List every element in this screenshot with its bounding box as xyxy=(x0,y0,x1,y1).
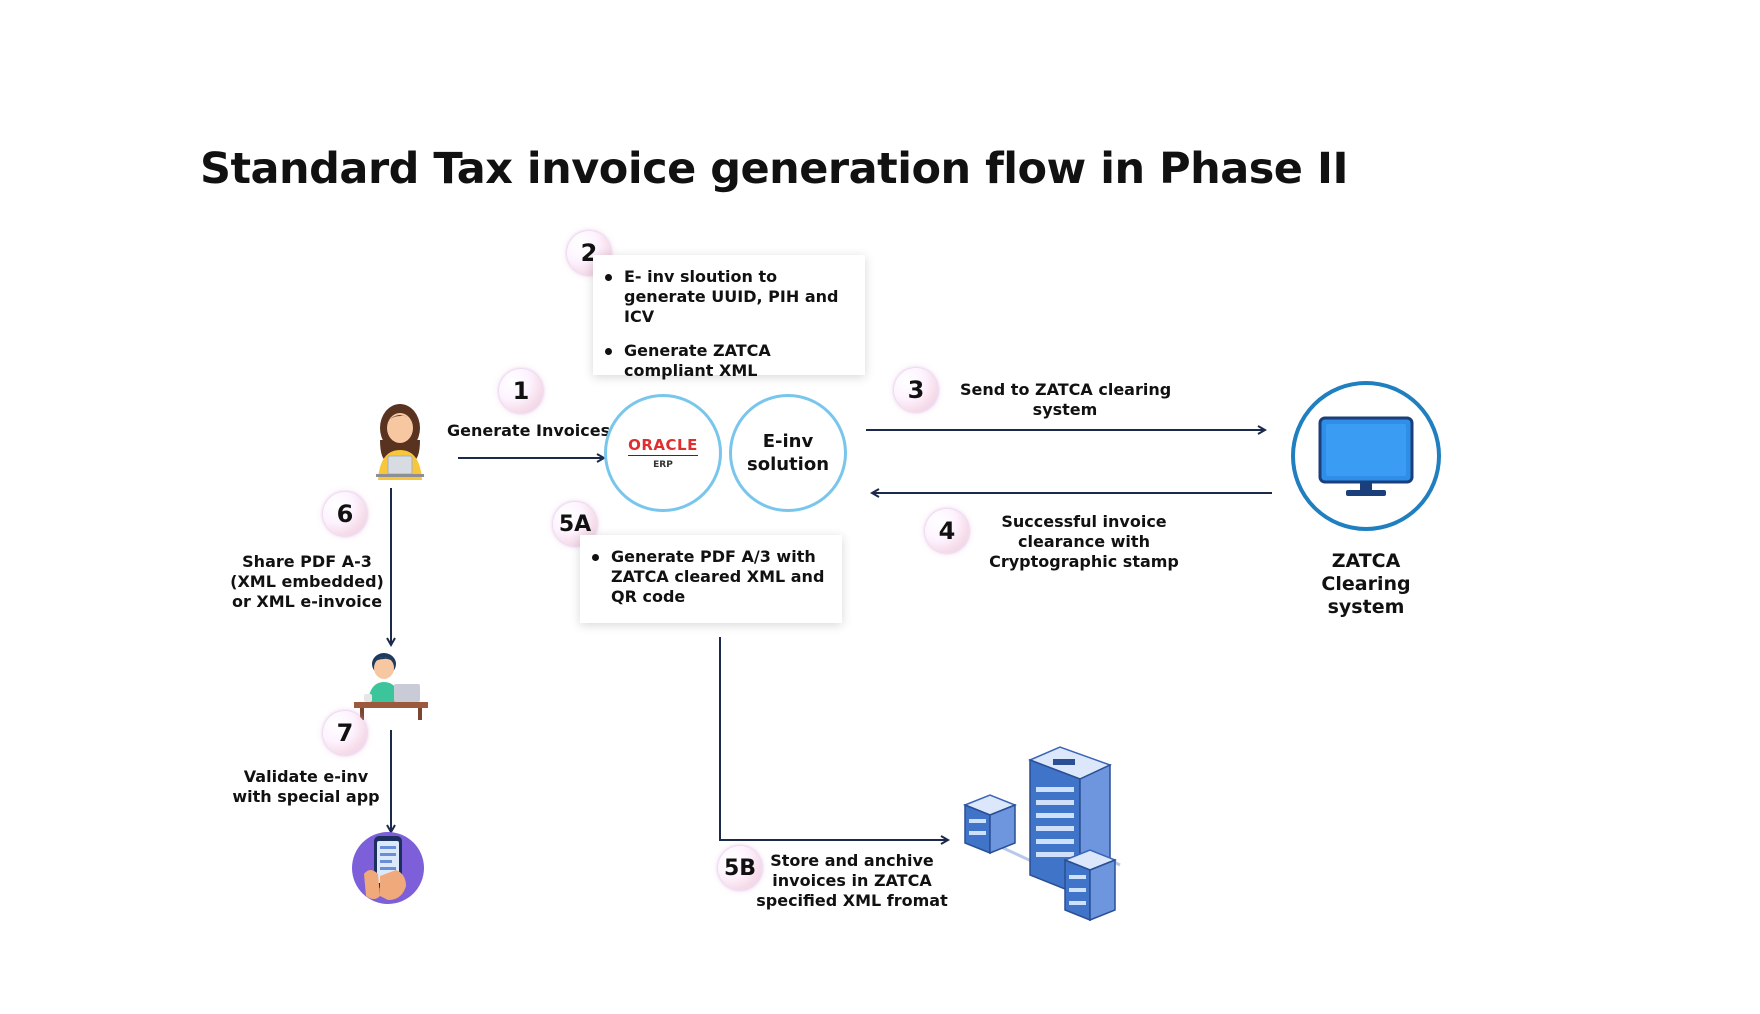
step-6-badge: 6 xyxy=(323,492,367,536)
step-5b-label: Store and anchive invoices in ZATCA spec… xyxy=(756,851,948,910)
step-3-label: Send to ZATCA clearing system xyxy=(960,380,1172,419)
step-4-label: Successful invoice clearance with Crypto… xyxy=(989,512,1179,571)
step-7-badge: 7 xyxy=(323,711,367,755)
server-storage-icon xyxy=(960,745,1130,940)
step-5a-item: Generate PDF A/3 with ZATCA cleared XML … xyxy=(592,547,830,607)
erp-label: ERP xyxy=(653,459,673,470)
oracle-erp-node: ORACLE ERP xyxy=(604,394,722,512)
step-1-badge: 1 xyxy=(499,369,543,413)
step-5b-badge: 5B xyxy=(718,846,762,890)
step-2-item: E- inv sloution to generate UUID, PIH an… xyxy=(605,267,853,327)
buyer-figure-icon xyxy=(354,650,428,720)
step-6-label: Share PDF A-3 (XML embedded) or XML e-in… xyxy=(230,552,384,611)
step-4-badge: 4 xyxy=(925,509,969,553)
zatca-clearing-icon xyxy=(1290,380,1442,532)
supplier-figure-icon xyxy=(370,400,430,482)
e-inv-line1: E-inv xyxy=(762,431,814,452)
step-7-label: Validate e-inv with special app xyxy=(232,767,380,806)
step-3-badge: 3 xyxy=(894,368,938,412)
step-2-card: E- inv sloution to generate UUID, PIH an… xyxy=(593,255,865,380)
oracle-logo: ORACLE xyxy=(628,435,698,456)
step-5a-badge: 5A xyxy=(553,502,597,546)
validation-app-icon xyxy=(350,830,426,906)
e-inv-solution-node: E-inv solution xyxy=(729,394,847,512)
page-title: Standard Tax invoice generation flow in … xyxy=(200,144,1348,194)
step-2-item: Generate ZATCA compliant XML xyxy=(605,341,853,381)
e-inv-line2: solution xyxy=(746,454,830,475)
step-5a-card: Generate PDF A/3 with ZATCA cleared XML … xyxy=(580,535,842,623)
arrow-store-archive xyxy=(719,637,948,840)
step-1-label: Generate Invoices xyxy=(447,421,611,440)
zatca-label: ZATCA Clearing system xyxy=(1321,550,1411,618)
